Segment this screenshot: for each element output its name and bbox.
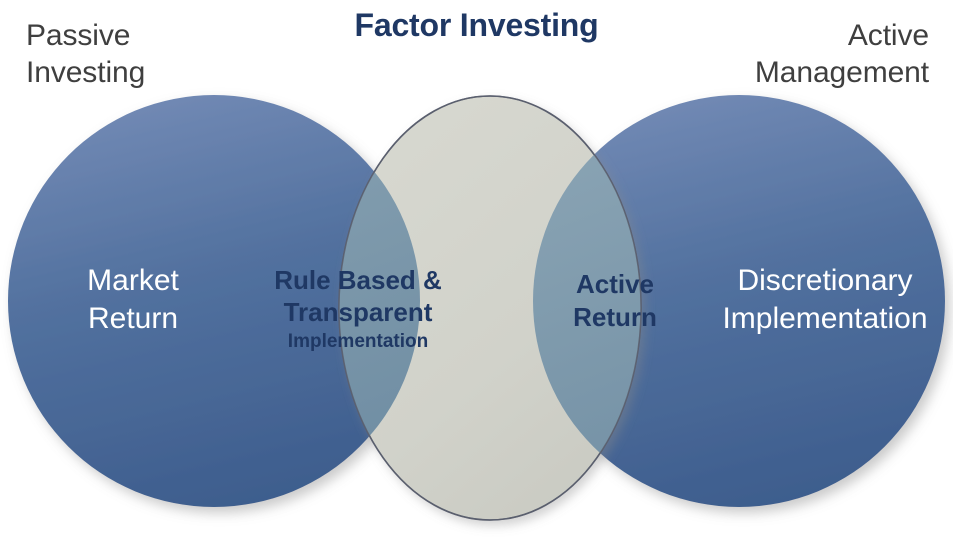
- left-circle-shape: [8, 95, 420, 507]
- label-active-management: Active Management: [754, 19, 929, 89]
- right-circle-shape: [533, 95, 945, 507]
- label-rule-based-sublabel: Implementation: [287, 331, 429, 353]
- label-active-return: Active Return: [573, 269, 657, 332]
- label-passive-investing: Passive Investing: [26, 19, 146, 89]
- center-ellipse-outline: [338, 95, 642, 521]
- label-rule-based-main: Rule Based & Transparent: [274, 265, 442, 328]
- label-discretionary-implementation: Discretionary Implementation: [722, 264, 928, 335]
- label-market-return: Market Return: [87, 264, 179, 335]
- page-title: Factor Investing: [354, 7, 599, 43]
